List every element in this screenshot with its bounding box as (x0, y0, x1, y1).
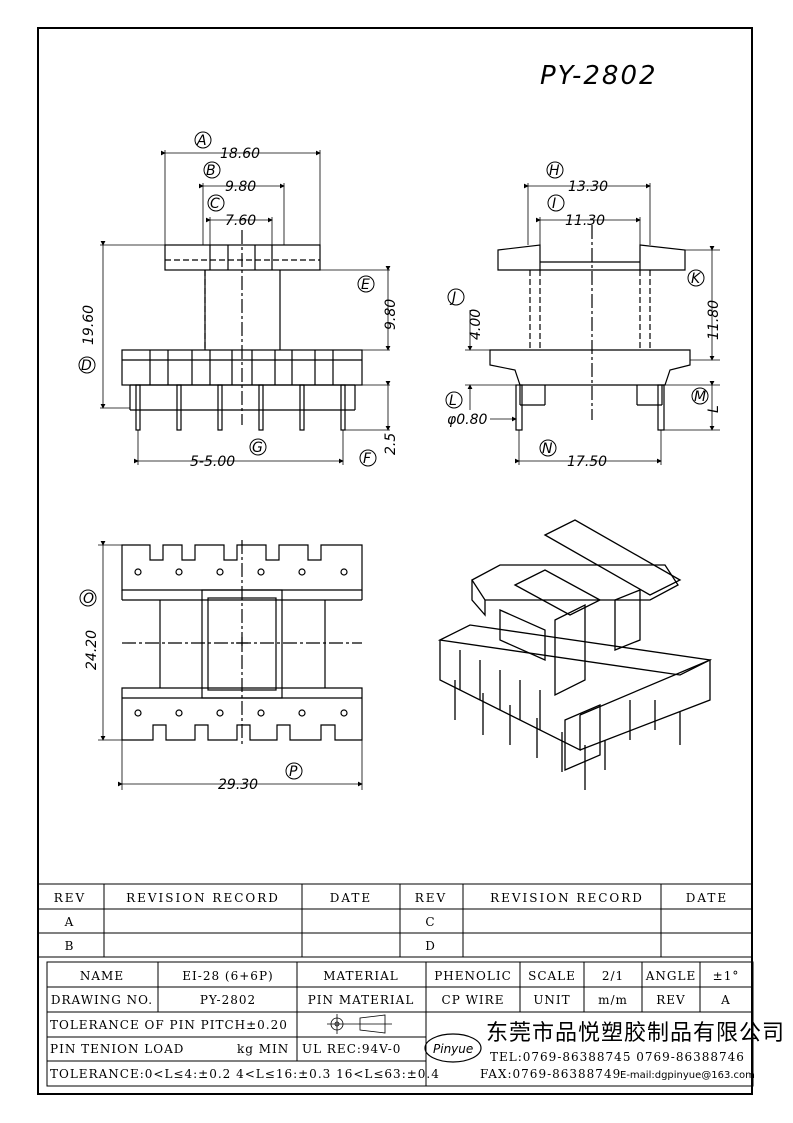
label-p: P (289, 764, 298, 780)
drawing-no-label: DRAWING NO. (51, 993, 153, 1007)
label-e: E (361, 277, 370, 293)
tolerance-general: TOLERANCE:0<L≤4:±0.2 4<L≤16:±0.3 16<L≤63… (50, 1067, 440, 1081)
drawing-no-value: PY-2802 (200, 993, 256, 1007)
label-c: C (210, 196, 220, 212)
dim-c-text: 7.60 (225, 213, 256, 229)
rev-value: A (720, 993, 731, 1007)
angle-value: ±1° (713, 969, 740, 983)
tolerance-pin-pitch: TOLERANCE OF PIN PITCH±0.20 (50, 1018, 288, 1032)
dim-e-text: 9.80 (383, 299, 399, 330)
name-value: EI-28 (6+6P) (182, 969, 273, 983)
revision-record-header-2: REVISION RECORD (490, 891, 644, 905)
dim-a-text: 18.60 (220, 146, 260, 162)
revision-record-header-1: REVISION RECORD (126, 891, 280, 905)
company-name: 东莞市品悦塑胶制品有限公司 (486, 1021, 785, 1046)
projection-symbol-icon (327, 1014, 392, 1034)
company-email: E-mail:dgpinyue@163.com (620, 1070, 755, 1081)
pin-material-label: PIN MATERIAL (308, 993, 415, 1007)
revision-table-text: REV REVISION RECORD DATE REV REVISION RE… (54, 891, 728, 953)
unit-value: m/m (598, 993, 628, 1007)
isometric-view (437, 519, 713, 790)
name-label: NAME (80, 969, 124, 983)
dim-k-text: 11.80 (706, 300, 722, 340)
dim-f-text: 2.5 (383, 433, 399, 455)
material-label: MATERIAL (323, 969, 398, 983)
dim-b-text: 9.80 (225, 179, 256, 195)
side-view (489, 225, 691, 431)
date-header-2: DATE (686, 891, 728, 905)
label-k: K (691, 271, 702, 287)
label-i: I (552, 196, 556, 212)
label-h: H (549, 163, 560, 179)
company-logo: Pinyue (424, 1033, 482, 1063)
spec-table (46, 961, 754, 1087)
rev-header-2: REV (415, 891, 447, 905)
label-b: B (206, 163, 216, 179)
rev-row-a: A (64, 915, 76, 929)
dim-g-text: 5-5.00 (190, 454, 235, 470)
scale-label: SCALE (528, 969, 576, 983)
front-dimensions (100, 150, 391, 465)
bottom-dimension-text: O 24.20 P 29.30 (79, 589, 303, 793)
company-fax: FAX:0769-86388749 (480, 1067, 621, 1081)
rev-header-1: REV (54, 891, 86, 905)
material-value: PHENOLIC (434, 969, 512, 983)
label-l: L (449, 393, 457, 409)
label-n: N (542, 441, 553, 457)
angle-label: ANGLE (645, 969, 696, 983)
dim-l-text: φ0.80 (447, 412, 488, 428)
rev-row-d: D (425, 939, 437, 953)
pin-material-value: CP WIRE (442, 993, 505, 1007)
revision-table (37, 883, 753, 958)
side-dimension-text: H 13.30 I 11.30 J 4.00 K 11.80 L φ0.80 M… (445, 161, 722, 470)
side-dimensions (465, 183, 720, 465)
dim-h-text: 13.30 (568, 179, 608, 195)
label-j: J (449, 290, 456, 306)
label-d: D (81, 358, 92, 374)
unit-label: UNIT (533, 993, 570, 1007)
drawing-title: PY-2802 (540, 61, 658, 91)
dim-n-text: 17.50 (567, 454, 607, 470)
label-a: A (196, 133, 207, 149)
logo-text: Pinyue (433, 1042, 473, 1056)
rev-row-c: C (425, 915, 436, 929)
label-f: F (363, 451, 372, 467)
label-g: G (252, 440, 263, 456)
dim-o-text: 24.20 (84, 630, 100, 670)
dim-i-text: 11.30 (565, 213, 605, 229)
ul-rec: UL REC:94V-0 (302, 1042, 401, 1056)
dim-p-text: 29.30 (218, 777, 258, 793)
rev-label: REV (656, 993, 685, 1007)
scale-value: 2/1 (602, 969, 624, 983)
dim-d-text: 19.60 (81, 305, 97, 345)
label-o: O (83, 591, 94, 607)
date-header-1: DATE (330, 891, 372, 905)
bottom-view (121, 540, 363, 745)
front-dimension-text: A 18.60 B 9.80 C 7.60 D 19.60 E 9.80 F 2… (78, 131, 399, 470)
pin-tension-label: PIN TENION LOAD (50, 1042, 184, 1056)
front-view (121, 230, 363, 431)
pin-tension-unit: kg MIN (237, 1042, 289, 1056)
drawing-frame (37, 27, 753, 1095)
rev-row-b: B (65, 939, 76, 953)
dim-j-text: 4.00 (468, 309, 484, 340)
dim-m-text: L (706, 405, 722, 413)
spec-table-text: NAME EI-28 (6+6P) MATERIAL PHENOLIC SCAL… (50, 969, 740, 1081)
bottom-dimensions (98, 541, 363, 790)
label-m: M (694, 389, 706, 405)
company-tel: TEL:0769-86388745 0769-86388746 (490, 1050, 745, 1064)
